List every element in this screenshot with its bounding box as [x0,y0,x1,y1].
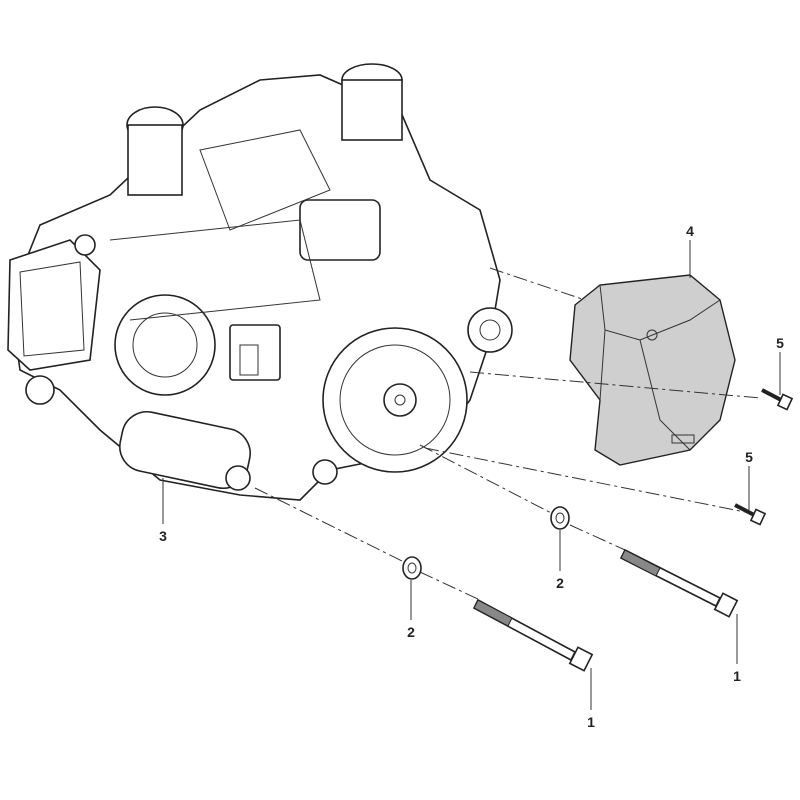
alignment-lines [254,267,761,601]
callout-1-left: 1 [587,714,595,730]
callout-5-lower: 5 [745,449,753,465]
callout-2-left: 2 [407,624,415,640]
callout-4: 4 [686,223,694,239]
cover-bolt-lower[interactable] [734,503,767,526]
mount-bolt-right[interactable] [619,548,739,618]
spacer-right[interactable] [550,506,570,530]
cover-bolt-upper[interactable] [761,388,794,411]
callout-1-right: 1 [733,668,741,684]
sprocket-cover[interactable] [569,274,736,466]
mount-bolt-left[interactable] [472,598,594,672]
callout-2-right: 2 [556,575,564,591]
engine-assembly[interactable] [7,63,513,501]
callout-3: 3 [159,528,167,544]
spacer-left[interactable] [402,556,422,580]
callout-5-upper: 5 [776,335,784,351]
leader-lines [162,240,781,710]
